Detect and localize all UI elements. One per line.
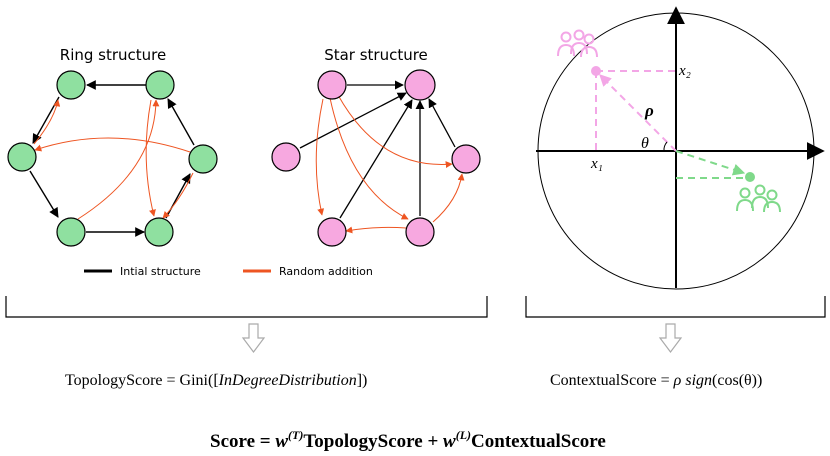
legend-orange-label: Random addition — [279, 265, 373, 278]
left-bracket — [5, 296, 488, 318]
star-node — [317, 70, 347, 100]
contextual-rest: (cos(θ)) — [712, 372, 762, 389]
ring-node — [7, 142, 37, 172]
star-node — [271, 142, 301, 172]
ring-random-edge — [162, 172, 194, 219]
ring-edge — [32, 96, 60, 144]
ring-graph — [7, 70, 218, 247]
theta-arc — [663, 141, 668, 152]
star-title: Star structure — [324, 46, 428, 64]
legend-black-label: Intial structure — [120, 265, 201, 278]
score-sup2: (L) — [456, 428, 471, 442]
score-term2: ContextualScore — [471, 431, 606, 451]
star-random-edge — [337, 94, 453, 169]
ring-node — [56, 70, 86, 100]
star-random-edge — [345, 226, 407, 234]
score-w2: w — [443, 431, 456, 451]
contextual-sign: sign — [685, 372, 712, 389]
contextual-lhs: ContextualScore = — [550, 372, 670, 389]
ring-random-edge — [77, 99, 160, 220]
star-node — [451, 144, 481, 174]
star-graph — [271, 69, 481, 247]
pink-vector — [599, 74, 677, 152]
score-sup1: (T) — [288, 428, 303, 442]
ring-node — [56, 217, 86, 247]
score-w1: w — [275, 431, 288, 451]
star-random-edge — [432, 173, 465, 223]
star-node — [405, 217, 435, 247]
star-center-node — [404, 69, 436, 101]
rho-label: ρ — [644, 101, 654, 120]
score-lhs: Score = — [210, 431, 275, 451]
green-point — [745, 172, 755, 182]
ring-edge — [167, 98, 195, 146]
ring-edge — [29, 170, 59, 218]
theta-label: θ — [641, 135, 649, 152]
score-term1: TopologyScore — [303, 431, 422, 451]
ring-node — [188, 144, 218, 174]
right-bracket — [525, 296, 826, 318]
topology-rhs: ]) — [357, 372, 368, 389]
score-plus: + — [427, 431, 443, 451]
contextual-plot: ρ θ x₁ x₂ — [536, 6, 825, 290]
ring-title: Ring structure — [60, 46, 166, 64]
legend: Intial structure Random addition — [84, 265, 373, 278]
topology-lhs: TopologyScore = Gini([ — [65, 372, 219, 389]
contextual-rho: ρ — [673, 372, 682, 389]
ring-random-edge — [33, 99, 61, 145]
people-pink-icon — [557, 29, 598, 58]
star-node — [317, 217, 347, 247]
ring-node — [145, 70, 175, 100]
down-arrow-right-icon — [658, 323, 683, 353]
topology-formula: TopologyScore = Gini([InDegreeDistributi… — [65, 372, 367, 389]
green-vector — [675, 150, 746, 176]
ring-edge — [165, 173, 191, 219]
people-green-icon — [736, 184, 781, 213]
star-edge — [428, 98, 456, 148]
star-edge — [299, 92, 407, 149]
star-random-edge — [315, 98, 325, 216]
x1-label: x₁ — [590, 156, 603, 172]
ring-random-edge — [34, 137, 191, 153]
star-random-edge — [329, 97, 409, 220]
star-edge — [339, 99, 413, 219]
x2-label: x₂ — [678, 63, 691, 79]
topology-arg: InDegreeDistribution — [218, 372, 357, 389]
pink-point — [591, 66, 601, 76]
down-arrow-left-icon — [241, 323, 266, 353]
score-formula: Score = w(T)TopologyScore + w(L)Contextu… — [210, 428, 606, 451]
ring-node — [144, 217, 174, 247]
ring-random-edge — [145, 99, 156, 217]
contextual-formula: ContextualScore = ρ sign(cos(θ)) — [550, 372, 762, 389]
